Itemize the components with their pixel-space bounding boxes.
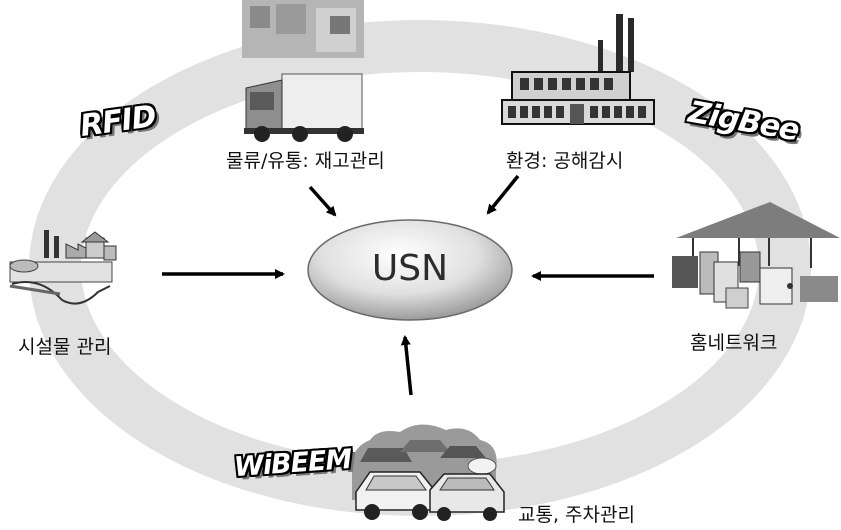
industrial-plant-icon <box>9 230 117 305</box>
arrow-traffic <box>400 335 413 396</box>
home-network-label: 홈네트워크 <box>690 332 778 354</box>
arrow-environment <box>486 174 520 215</box>
traffic-cars-icon <box>351 424 505 521</box>
facility-label: 시설물 관리 <box>18 336 112 358</box>
house-appliances-icon <box>672 202 840 309</box>
traffic-label: 교통, 주차관리 <box>518 504 635 526</box>
factory-building-icon <box>501 14 655 125</box>
usn-center-ellipse <box>307 219 513 321</box>
delivery-truck-icon <box>242 0 364 142</box>
arrow-logistics <box>308 185 337 217</box>
logistics-label: 물류/유통: 재고관리 <box>226 150 385 172</box>
usn-label: USN <box>371 248 449 289</box>
environment-label: 환경: 공해감시 <box>506 150 624 172</box>
